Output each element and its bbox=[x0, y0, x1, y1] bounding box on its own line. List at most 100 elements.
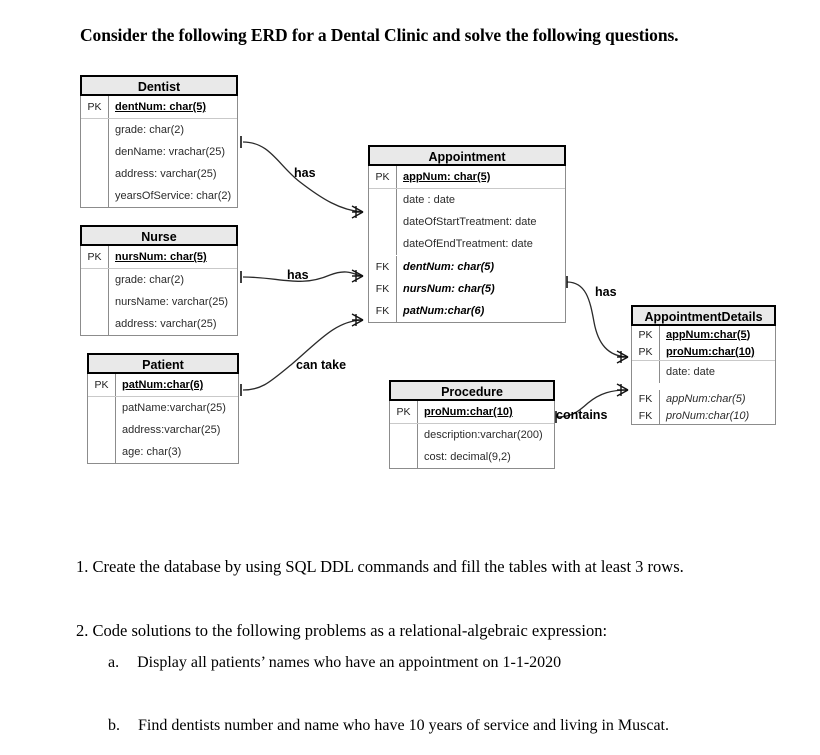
attr-group-appointment: date : date dateOfStartTreatment: date d… bbox=[369, 189, 565, 255]
attr-value: proNum:char(10) bbox=[666, 409, 750, 422]
attr-row: FK patNum:char(6) bbox=[369, 300, 565, 322]
attr-value: appNum: char(5) bbox=[403, 171, 491, 183]
attr-row: address:varchar(25) bbox=[88, 419, 238, 441]
attr-row: date : date bbox=[369, 189, 565, 211]
attr-key bbox=[88, 397, 116, 419]
attr-key: PK bbox=[88, 374, 116, 396]
entity-title-appointmentdetails: AppointmentDetails bbox=[631, 305, 776, 326]
attr-row: FK nursNum: char(5) bbox=[369, 278, 565, 300]
attr-key: FK bbox=[632, 407, 660, 424]
attr-group-procedure: description:varchar(200) cost: decimal(9… bbox=[390, 424, 554, 468]
attr-key bbox=[81, 185, 109, 207]
line-appointment-details bbox=[566, 281, 628, 358]
attr-key bbox=[81, 141, 109, 163]
entity-dentist[interactable]: Dentist PK dentNum: char(5) grade: char(… bbox=[80, 75, 238, 208]
entity-title-nurse: Nurse bbox=[80, 225, 238, 246]
attr-group-dentist: grade: char(2) denName: vrachar(25) addr… bbox=[81, 119, 237, 207]
attr-row: cost: decimal(9,2) bbox=[390, 446, 554, 468]
erd-diagram: Dentist PK dentNum: char(5) grade: char(… bbox=[0, 60, 820, 490]
entity-procedure[interactable]: Procedure PK proNum:char(10) description… bbox=[389, 380, 555, 469]
attr-value: address: varchar(25) bbox=[115, 168, 217, 180]
attr-key: PK bbox=[632, 343, 660, 360]
attr-row: PK dentNum: char(5) bbox=[81, 96, 237, 118]
subquestion-b-marker: b. bbox=[108, 717, 120, 734]
attr-key: PK bbox=[369, 166, 397, 188]
line-patient-appointment bbox=[242, 319, 363, 391]
entity-title-procedure: Procedure bbox=[389, 380, 555, 401]
fk-group-appointment: FK dentNum: char(5) FK nursNum: char(5) … bbox=[369, 255, 565, 322]
attr-key: FK bbox=[369, 278, 397, 300]
attr-row: PK proNum:char(10) bbox=[632, 343, 775, 360]
entity-title-dentist: Dentist bbox=[80, 75, 238, 96]
attr-row: dateOfEndTreatment: date bbox=[369, 233, 565, 255]
attr-value: date: date bbox=[666, 366, 715, 378]
attr-row: denName: vrachar(25) bbox=[81, 141, 237, 163]
attr-value: patNum:char(6) bbox=[403, 305, 485, 317]
attr-value: proNum:char(10) bbox=[424, 406, 513, 418]
question-2: 2. Code solutions to the following probl… bbox=[76, 621, 607, 641]
relationship-label-procedure-details: contains bbox=[556, 408, 608, 422]
entity-appointmentdetails[interactable]: AppointmentDetails PK appNum:char(5) PK … bbox=[631, 305, 776, 425]
attr-value: date : date bbox=[403, 194, 455, 206]
attr-key bbox=[81, 119, 109, 141]
entity-title-patient: Patient bbox=[87, 353, 239, 374]
attr-key bbox=[369, 211, 397, 233]
entity-body-dentist: PK dentNum: char(5) grade: char(2) denNa… bbox=[80, 96, 238, 208]
line-nurse-appointment bbox=[242, 271, 363, 282]
pk-group-nurse: PK nursNum: char(5) bbox=[81, 246, 237, 269]
attr-row: PK patNum:char(6) bbox=[88, 374, 238, 396]
attr-row: FK proNum:char(10) bbox=[632, 407, 775, 424]
attr-value: nursName: varchar(25) bbox=[115, 296, 229, 308]
attr-group-appointmentdetails: date: date bbox=[632, 361, 775, 383]
attr-key bbox=[390, 424, 418, 446]
attr-value: address:varchar(25) bbox=[122, 424, 221, 436]
crows-foot-marks bbox=[351, 205, 629, 397]
attr-value: proNum:char(10) bbox=[666, 345, 755, 358]
attr-key bbox=[81, 269, 109, 291]
relationship-label-nurse-appointment: has bbox=[287, 268, 309, 282]
attr-row: patName:varchar(25) bbox=[88, 397, 238, 419]
attr-row: FK dentNum: char(5) bbox=[369, 256, 565, 278]
attr-key bbox=[81, 291, 109, 313]
entity-body-nurse: PK nursNum: char(5) grade: char(2) nursN… bbox=[80, 246, 238, 336]
fk-group-appointmentdetails: FK appNum:char(5) FK proNum:char(10) bbox=[632, 383, 775, 424]
attr-key: FK bbox=[369, 256, 397, 278]
subquestion-a-marker: a. bbox=[108, 654, 120, 671]
attr-value: grade: char(2) bbox=[115, 124, 185, 136]
attr-value: age: char(3) bbox=[122, 446, 182, 458]
attr-key bbox=[369, 189, 397, 211]
attr-group-nurse: grade: char(2) nursName: varchar(25) add… bbox=[81, 269, 237, 335]
entity-patient[interactable]: Patient PK patNum:char(6) patName:varcha… bbox=[87, 353, 239, 464]
attr-key: PK bbox=[81, 246, 109, 268]
attr-row: yearsOfService: char(2) bbox=[81, 185, 237, 207]
attr-value: patName:varchar(25) bbox=[122, 402, 226, 414]
attr-key: FK bbox=[369, 300, 397, 322]
pk-group-dentist: PK dentNum: char(5) bbox=[81, 96, 237, 119]
subquestion-a-text: Display all patients’ names who have an … bbox=[137, 654, 562, 671]
attr-row: dateOfStartTreatment: date bbox=[369, 211, 565, 233]
relationship-label-appointment-details: has bbox=[595, 285, 617, 299]
subquestion-a: a. Display all patients’ names who have … bbox=[108, 654, 561, 672]
attr-key: PK bbox=[390, 401, 418, 423]
entity-nurse[interactable]: Nurse PK nursNum: char(5) grade: char(2)… bbox=[80, 225, 238, 336]
attr-value: appNum:char(5) bbox=[666, 392, 746, 405]
attr-key: FK bbox=[632, 390, 660, 407]
entity-appointment[interactable]: Appointment PK appNum: char(5) date : da… bbox=[368, 145, 566, 323]
subquestion-b-text: Find dentists number and name who have 1… bbox=[138, 717, 669, 734]
attr-key bbox=[81, 163, 109, 185]
pk-group-appointmentdetails: PK appNum:char(5) PK proNum:char(10) bbox=[632, 326, 775, 361]
entity-body-procedure: PK proNum:char(10) description:varchar(2… bbox=[389, 401, 555, 469]
line-procedure-details bbox=[555, 389, 628, 418]
attr-key: PK bbox=[81, 96, 109, 118]
attr-row: PK nursNum: char(5) bbox=[81, 246, 237, 268]
attr-key bbox=[369, 233, 397, 255]
attr-value: cost: decimal(9,2) bbox=[424, 451, 511, 463]
attr-row: description:varchar(200) bbox=[390, 424, 554, 446]
attr-key bbox=[88, 441, 116, 463]
attr-row: PK proNum:char(10) bbox=[390, 401, 554, 423]
entity-body-appointment: PK appNum: char(5) date : date dateOfSta… bbox=[368, 166, 566, 323]
attr-value: dentNum: char(5) bbox=[115, 101, 207, 113]
attr-key bbox=[632, 361, 660, 383]
attr-row: age: char(3) bbox=[88, 441, 238, 463]
attr-row: FK appNum:char(5) bbox=[632, 390, 775, 407]
